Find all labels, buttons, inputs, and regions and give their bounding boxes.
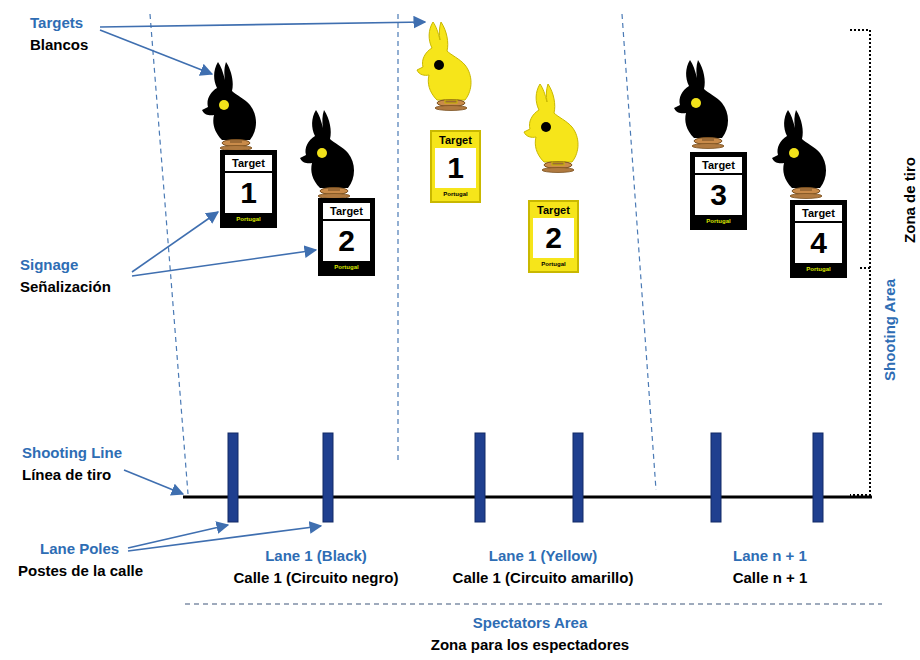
target-silhouette bbox=[417, 22, 471, 111]
target-silhouette bbox=[674, 60, 728, 149]
callout-label: Postes de la calle bbox=[18, 562, 143, 580]
target-silhouette bbox=[524, 84, 578, 173]
lane-label: Spectators Area bbox=[473, 614, 588, 632]
sign-header: Target bbox=[323, 203, 370, 219]
target-sign: Target 4Portugal bbox=[790, 200, 847, 278]
callout-label: Targets bbox=[30, 14, 83, 32]
lane-label: Lane 1 (Black) bbox=[265, 547, 367, 565]
lane-label: Calle 1 (Circuito negro) bbox=[233, 569, 398, 587]
lane-divider bbox=[622, 14, 656, 490]
area-label: Shooting Area bbox=[881, 279, 899, 381]
callout-label: Línea de tiro bbox=[22, 466, 111, 484]
target-silhouette bbox=[300, 110, 354, 199]
target-silhouette bbox=[202, 62, 256, 151]
lane-pole bbox=[573, 433, 583, 522]
lane-label: Zona para los espectadores bbox=[431, 636, 629, 654]
sign-header: Target bbox=[795, 205, 842, 221]
sign-sponsor: Portugal bbox=[320, 261, 373, 274]
sign-sponsor: Portugal bbox=[530, 258, 577, 271]
lane-label: Calle n + 1 bbox=[733, 569, 808, 587]
area-bracket bbox=[850, 30, 870, 495]
leader-line bbox=[124, 470, 183, 494]
lane-pole bbox=[813, 433, 823, 522]
shooting-line bbox=[183, 496, 872, 499]
leader-line bbox=[100, 30, 212, 74]
target-number: 2 bbox=[533, 218, 574, 258]
lane-label: Calle 1 (Circuito amarillo) bbox=[453, 569, 634, 587]
target-number: 1 bbox=[435, 148, 476, 188]
target-number: 2 bbox=[323, 221, 370, 261]
spectator-boundary bbox=[185, 603, 882, 605]
lane-pole bbox=[228, 433, 238, 522]
callout-label: Signage bbox=[20, 256, 78, 274]
sign-header: Target bbox=[225, 155, 272, 171]
lane-pole bbox=[323, 433, 333, 522]
target-number: 3 bbox=[695, 175, 742, 215]
callout-label: Blancos bbox=[30, 36, 88, 54]
target-sign: Target 1Portugal bbox=[220, 150, 277, 228]
callout-label: Señalización bbox=[20, 278, 111, 296]
callout-label: Lane Poles bbox=[40, 540, 119, 558]
sign-sponsor: Portugal bbox=[692, 215, 745, 228]
lane-divider bbox=[150, 14, 188, 494]
sign-header: Target bbox=[530, 202, 577, 218]
lane-poles bbox=[228, 433, 823, 522]
target-number: 1 bbox=[225, 173, 272, 213]
lane-label: Lane n + 1 bbox=[733, 547, 807, 565]
leader-line bbox=[132, 250, 316, 276]
lane-label: Lane 1 (Yellow) bbox=[489, 547, 597, 565]
target-sign: Target 2Portugal bbox=[318, 198, 375, 276]
target-silhouette bbox=[772, 110, 826, 199]
sign-sponsor: Portugal bbox=[432, 188, 479, 201]
lane-pole bbox=[711, 433, 721, 522]
sign-sponsor: Portugal bbox=[792, 263, 845, 276]
area-label: Zona de tiro bbox=[901, 157, 919, 243]
target-number: 4 bbox=[795, 223, 842, 263]
lane-pole bbox=[475, 433, 485, 522]
target-sign: Target 3Portugal bbox=[690, 152, 747, 230]
target-sign: Target2Portugal bbox=[528, 200, 579, 273]
leader-lines bbox=[100, 22, 425, 551]
sign-header: Target bbox=[695, 157, 742, 173]
leader-line bbox=[132, 212, 218, 272]
target-sign: Target1Portugal bbox=[430, 130, 481, 203]
sign-header: Target bbox=[432, 132, 479, 148]
lane-divider bbox=[397, 14, 398, 462]
callout-label: Shooting Line bbox=[22, 444, 122, 462]
leader-line bbox=[100, 22, 425, 27]
sign-sponsor: Portugal bbox=[222, 213, 275, 226]
